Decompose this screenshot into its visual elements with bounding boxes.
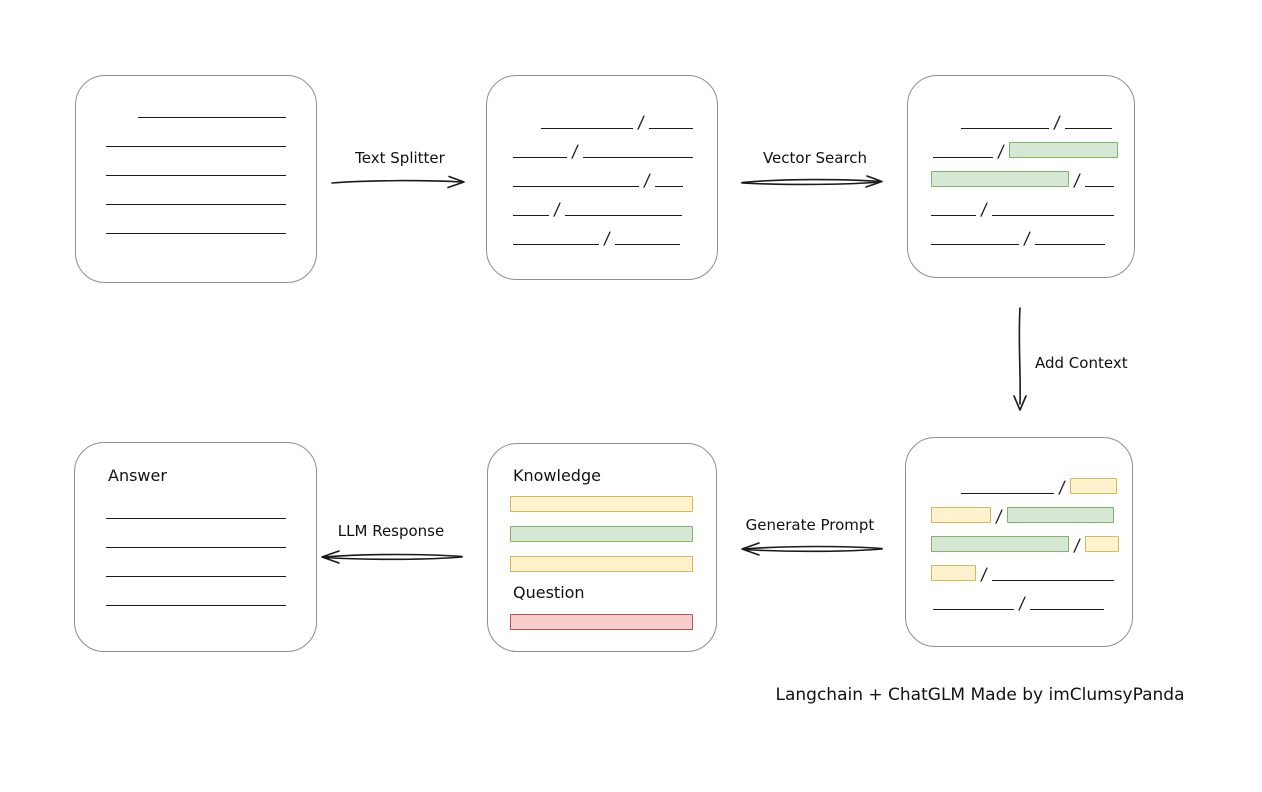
text-line: [1084, 186, 1114, 187]
yellow-prompt-bar: [510, 496, 693, 512]
text-line: [564, 215, 682, 216]
vector-search-arrow-icon: [741, 175, 883, 188]
document-text-row: [75, 519, 316, 548]
text-line: [931, 244, 1019, 245]
knowledge-bars: [510, 496, 693, 586]
text-line: [513, 215, 549, 216]
text-line: [648, 128, 693, 129]
text-line: [513, 157, 567, 158]
text-line: [541, 128, 633, 129]
answer-label: Answer: [108, 466, 167, 485]
document-text-row: /: [906, 523, 1132, 556]
split-document-box: /////: [486, 75, 718, 280]
text-line: [106, 233, 286, 234]
chunk-separator-slash: /: [1022, 229, 1032, 249]
source-document-box: [75, 75, 317, 283]
document-text-row: [75, 548, 316, 577]
document-text-row: /: [906, 465, 1132, 498]
document-text-row: [76, 89, 316, 118]
context-document-box: /////: [905, 437, 1133, 647]
document-text-row: /: [487, 158, 717, 191]
document-text-row: /: [908, 158, 1134, 191]
text-line: [106, 605, 286, 606]
text-splitter-arrow-icon: [331, 175, 465, 189]
document-text-row: [76, 118, 316, 147]
generate-prompt-arrow-icon: [741, 542, 883, 556]
text-line: [1034, 244, 1105, 245]
answer-document-box: Answer: [74, 442, 317, 652]
document-text-row: /: [487, 100, 717, 133]
add-context-arrow-label: Add Context: [1035, 354, 1128, 372]
document-text-row: /: [906, 552, 1132, 585]
document-text-row: /: [906, 581, 1132, 614]
text-line: [961, 493, 1054, 494]
document-text-row: /: [908, 129, 1134, 162]
text-line: [513, 244, 599, 245]
green-highlight-bar: [1006, 507, 1114, 523]
vector-search-result-box: /////: [907, 75, 1135, 278]
text-line: [106, 576, 286, 577]
yellow-highlight-bar: [931, 565, 976, 581]
yellow-highlight-bar: [1069, 478, 1117, 494]
prompt-document-box: Knowledge Question: [487, 443, 717, 652]
document-text-row: /: [906, 494, 1132, 527]
document-text-row: /: [487, 216, 717, 249]
document-text-row: /: [908, 100, 1134, 133]
document-text-row: [76, 147, 316, 176]
document-text-row: [76, 205, 316, 234]
question-bars: [510, 614, 693, 644]
green-highlight-bar: [931, 536, 1069, 552]
text-line: [933, 157, 993, 158]
source-document-lines: [76, 76, 316, 234]
text-line: [106, 146, 286, 147]
document-text-row: /: [487, 129, 717, 162]
diagram-caption: Langchain + ChatGLM Made by imClumsyPand…: [775, 685, 1185, 705]
text-line: [1029, 609, 1104, 610]
text-line: [582, 157, 693, 158]
text-line: [106, 204, 286, 205]
chunk-separator-slash: /: [602, 229, 612, 249]
document-text-row: /: [908, 216, 1134, 249]
text-line: [513, 186, 639, 187]
red-prompt-bar: [510, 614, 693, 630]
answer-document-lines: [75, 443, 316, 606]
chunk-separator-slash: /: [1017, 594, 1027, 614]
add-context-arrow-icon: [1013, 307, 1027, 411]
text-line: [654, 186, 683, 187]
yellow-highlight-bar: [1084, 536, 1119, 552]
document-text-row: /: [487, 187, 717, 220]
text-line: [106, 175, 286, 176]
question-label: Question: [513, 583, 585, 602]
green-highlight-bar: [1008, 142, 1118, 158]
text-line: [991, 580, 1114, 581]
green-highlight-bar: [931, 171, 1069, 187]
knowledge-label: Knowledge: [513, 466, 601, 485]
document-text-row: [76, 176, 316, 205]
text-line: [106, 518, 286, 519]
llm-response-arrow-label: LLM Response: [337, 522, 445, 540]
context-document-lines: /////: [906, 438, 1132, 614]
yellow-prompt-bar: [510, 556, 693, 572]
split-document-lines: /////: [487, 76, 717, 249]
yellow-highlight-bar: [931, 507, 991, 523]
text-line: [931, 215, 976, 216]
green-prompt-bar: [510, 526, 693, 542]
text-line: [614, 244, 680, 245]
document-text-row: [75, 577, 316, 606]
text-line: [138, 117, 286, 118]
text-line: [1064, 128, 1112, 129]
text-line: [106, 547, 286, 548]
text-line: [933, 609, 1014, 610]
text-splitter-arrow-label: Text Splitter: [355, 149, 445, 167]
generate-prompt-arrow-label: Generate Prompt: [745, 516, 875, 534]
document-text-row: [75, 490, 316, 519]
llm-response-arrow-icon: [321, 550, 463, 564]
vector-search-arrow-label: Vector Search: [762, 149, 868, 167]
vector-search-result-lines: /////: [908, 76, 1134, 249]
text-line: [991, 215, 1114, 216]
document-text-row: /: [908, 187, 1134, 220]
text-line: [961, 128, 1049, 129]
